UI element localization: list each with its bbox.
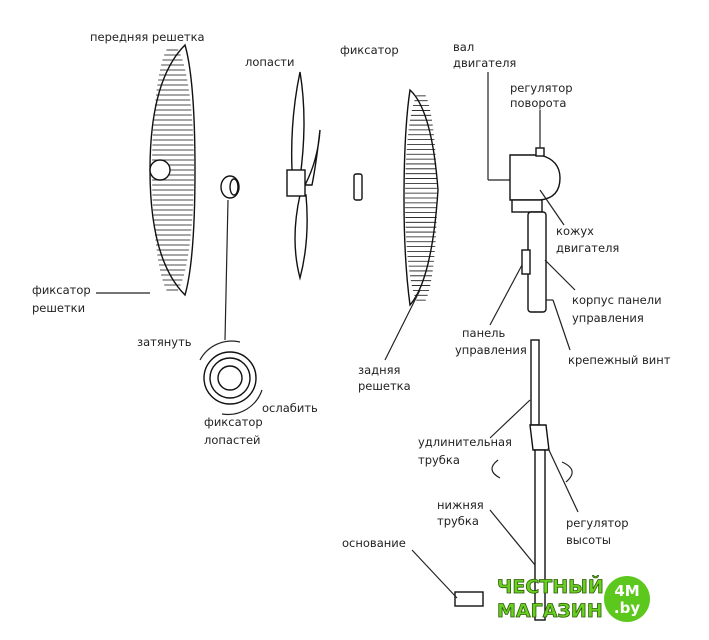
label-extension-tube-1: удлинительная	[418, 435, 512, 449]
label-tighten: затянуть	[137, 335, 192, 349]
label-lower-tube-2: трубка	[437, 514, 479, 528]
label-motor-shaft-2: двигателя	[453, 56, 516, 70]
blades	[286, 71, 321, 281]
label-control-panel-1: панель	[462, 326, 506, 340]
rear-grille	[403, 88, 439, 307]
label-rotation-regulator-1: регулятор	[510, 81, 573, 95]
rotate-left-arrow	[491, 459, 501, 479]
label-motor-shaft-1: вал	[453, 40, 474, 54]
label-control-panel-2: управления	[455, 343, 527, 357]
rotate-right-arrow	[561, 461, 573, 483]
label-base: основание	[342, 536, 406, 550]
label-rear-grille-1: задняя	[358, 363, 400, 377]
label-height-regulator-2: высоты	[566, 533, 611, 547]
logo-circle-text-2: .by	[614, 599, 640, 617]
label-blade-fixator-2: лопастей	[204, 433, 261, 447]
label-extension-tube-2: трубка	[418, 453, 460, 467]
label-loosen: ослабить	[262, 401, 318, 415]
fixator-part	[353, 173, 363, 201]
base-part	[454, 591, 484, 607]
label-grille-fixator-2: решетки	[32, 301, 85, 315]
motor-head	[488, 147, 561, 313]
label-rotation-regulator-2: поворота	[510, 96, 566, 110]
label-lower-tube-1: нижняя	[437, 498, 484, 512]
logo-line-2: МАГАЗИН	[497, 600, 603, 622]
front-grille	[149, 43, 196, 297]
label-motor-cover-2: двигателя	[556, 241, 619, 255]
logo-circle	[604, 576, 650, 622]
label-grille-fixator-1: фиксатор	[32, 283, 91, 297]
leader-lines	[96, 72, 579, 599]
blade-fixator-ring	[199, 340, 263, 416]
label-panel-housing-2: управления	[572, 311, 644, 325]
stand-pole	[454, 339, 550, 621]
logo-circle-text-1: 4M	[614, 582, 639, 600]
label-panel-housing-1: корпус панели	[572, 293, 662, 307]
label-motor-cover-1: кожух	[556, 224, 594, 238]
label-blades: лопасти	[245, 55, 294, 69]
label-front-grille: передняя решетка	[90, 30, 205, 44]
label-height-regulator-1: регулятор	[566, 516, 629, 530]
label-rear-grille-2: решетка	[358, 379, 411, 393]
label-fixator: фиксатор	[340, 43, 399, 57]
store-logo: ЧЕСТНЫЙ МАГАЗИН 4M .by	[497, 575, 650, 622]
logo-line-1: ЧЕСТНЫЙ	[497, 575, 604, 598]
spinner-cap	[220, 175, 240, 199]
label-blade-fixator-1: фиксатор	[204, 415, 263, 429]
label-mount-screw: крепежный винт	[568, 353, 671, 367]
